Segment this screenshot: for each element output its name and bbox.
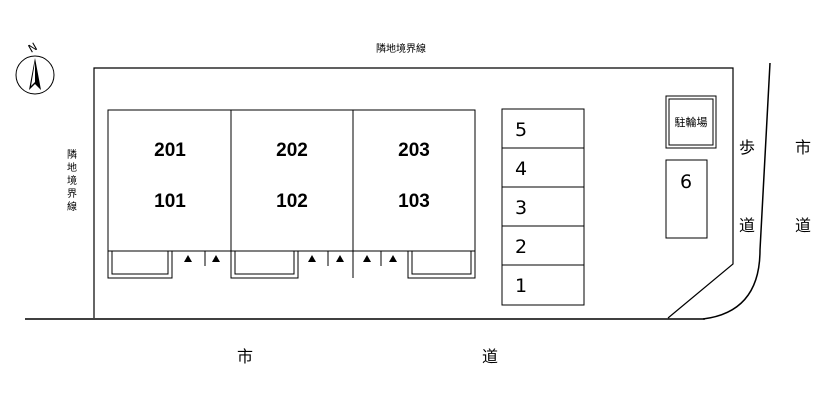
road-edge-curve [702, 62, 771, 320]
boundary-label-left-2: 地 [67, 161, 77, 174]
parking-space-1: 1 [515, 275, 527, 297]
entrance-marker-icon [308, 255, 316, 262]
unit-101: 101 [154, 191, 186, 212]
entrance-marker-icon [184, 255, 192, 262]
bicycle-parking-label: 駐輪場 [675, 115, 708, 129]
unit-201: 201 [154, 140, 186, 161]
property-boundary [93, 67, 734, 319]
entrance-marker-icon [389, 255, 397, 262]
apartment-building: 201 202 203 101 102 103 [107, 109, 476, 279]
entrance-marker-icon [363, 255, 371, 262]
unit-203: 203 [398, 140, 430, 161]
parking-space-6: 6 [680, 171, 692, 193]
boundary-label-left-1: 隣 [67, 148, 77, 161]
boundary-label-left-5: 線 [67, 200, 77, 213]
boundary-label-left-4: 界 [67, 188, 77, 200]
parking-space-5: 5 [515, 119, 527, 141]
bicycle-parking-box [665, 95, 717, 149]
sidewalk-label-2: 道 [739, 216, 755, 235]
unit-103: 103 [398, 191, 430, 212]
parking-space-2: 2 [515, 236, 527, 258]
parking-space-4: 4 [515, 158, 527, 180]
unit-102: 102 [276, 191, 308, 212]
parking-space-6-box [665, 159, 708, 239]
sidewalk-label-1: 歩 [739, 138, 755, 157]
road-label-right-2: 道 [795, 216, 811, 235]
entrance-marker-icon [336, 255, 344, 262]
parking-space-3: 3 [515, 197, 527, 219]
boundary-label-top: 隣地境界線 [376, 42, 426, 55]
parking-area: 5 4 3 2 1 [501, 108, 585, 306]
road-label-bottom-right: 道 [482, 347, 498, 366]
boundary-label-left-3: 境 [67, 174, 77, 187]
unit-202: 202 [276, 140, 308, 161]
road-label-right-1: 市 [795, 138, 811, 157]
road-label-bottom-left: 市 [237, 347, 253, 366]
north-compass-icon: N [15, 40, 55, 95]
entrance-marker-icon [212, 255, 220, 262]
compass-north-label: N [26, 40, 40, 55]
